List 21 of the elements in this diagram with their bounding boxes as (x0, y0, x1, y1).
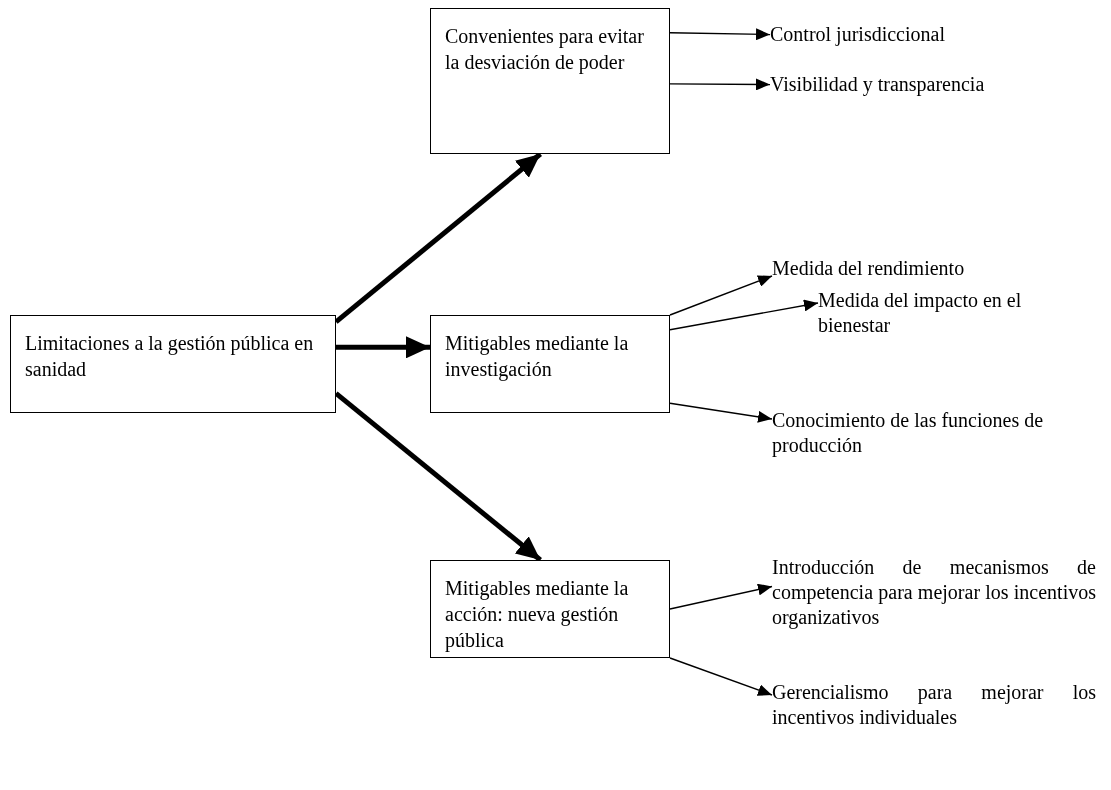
text-label: Introducción de mecanismos de competencia para mejorar los incentivos organizativos (772, 555, 1096, 630)
text-box: Mitigables mediante la acción: nueva gestión pública (430, 560, 670, 658)
arrow (669, 583, 773, 610)
text-label: Control jurisdiccional (770, 22, 1090, 47)
text-box: Limitaciones a la gestión pública en sanidad (10, 315, 336, 413)
arrow (669, 78, 771, 91)
text-label: Gerencialismo para mejorar los incentivos individuales (772, 680, 1096, 730)
arrow (669, 299, 819, 331)
arrow (334, 391, 542, 562)
arrow (336, 336, 430, 359)
text-box: Convenientes para evitar la desviación de poder (430, 8, 670, 154)
arrow (669, 28, 771, 41)
arrow (669, 657, 773, 696)
text-box: Mitigables mediante la investigación (430, 315, 670, 413)
arrow (334, 152, 542, 324)
text-label: Medida del impacto en el bienestar (818, 288, 1078, 338)
text-label: Conocimiento de las funciones de producción (772, 408, 1102, 458)
text-label: Medida del rendimiento (772, 256, 1092, 281)
arrow (669, 402, 773, 423)
arrow (669, 275, 773, 316)
text-label: Visibilidad y transparencia (770, 72, 1090, 97)
